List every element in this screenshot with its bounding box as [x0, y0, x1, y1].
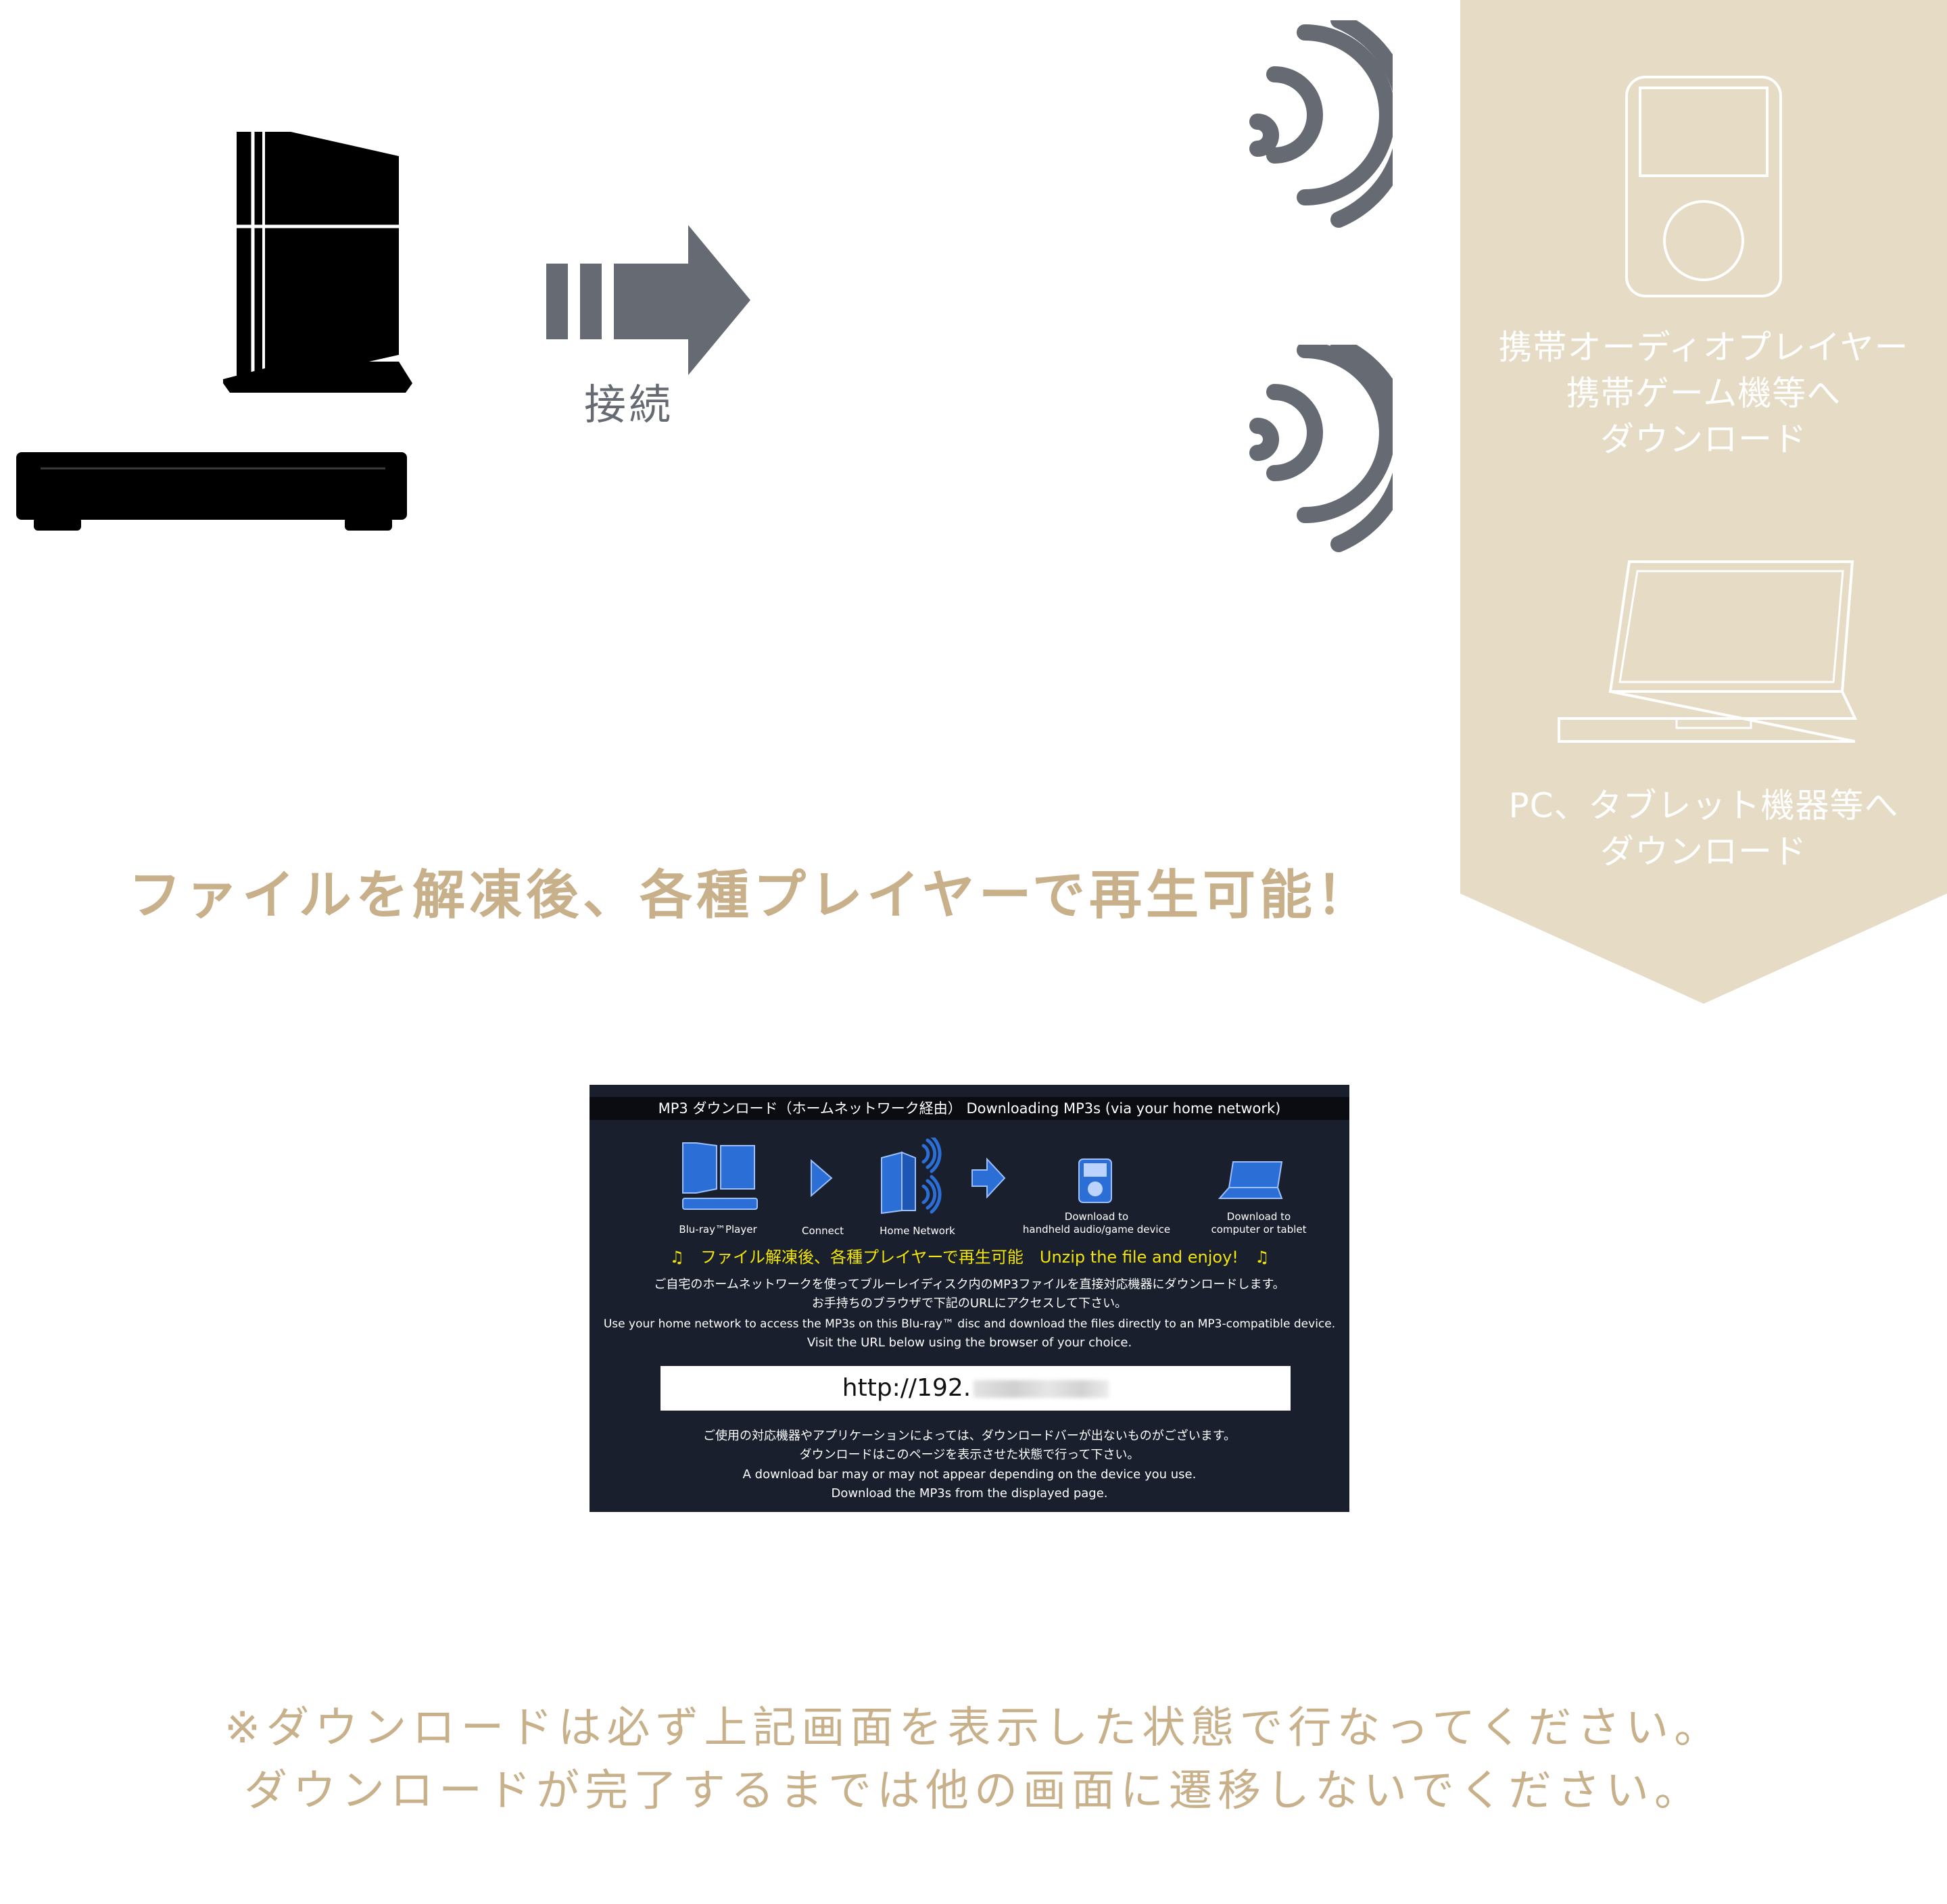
- headline: ファイルを解凍後、各種プレイヤーで再生可能！: [128, 865, 1373, 926]
- note-en-1: A download bar may or may not appear dep…: [742, 1467, 1197, 1482]
- caption-network: Home Network: [880, 1225, 955, 1237]
- pc-download-caption: PC、タブレット機器等へ ダウンロード: [1460, 783, 1947, 875]
- panel-handheld-icon: [1078, 1158, 1112, 1203]
- audio-caption-line-2: 携帯ゲーム機等へ: [1566, 374, 1842, 413]
- audio-caption-line-1: 携帯オーディオプレイヤー: [1498, 328, 1909, 367]
- music-note-icon: ♫: [669, 1248, 685, 1267]
- tagline-jp: ファイル解凍後、各種プレイヤーで再生可能: [700, 1248, 1024, 1267]
- instruction-jp-1: ご自宅のホームネットワークを使ってブルーレイディスク内のMP3ファイルを直接対応…: [654, 1277, 1285, 1292]
- panel-header: MP3 ダウンロード（ホームネットワーク経由） Downloading MP3s…: [590, 1097, 1349, 1120]
- audio-download-caption: 携帯オーディオプレイヤー 携帯ゲーム機等へ ダウンロード: [1460, 324, 1947, 462]
- bluray-player-icon: [16, 452, 407, 531]
- pc-caption-line-2: ダウンロード: [1600, 832, 1807, 871]
- panel-arrow-icon-2: [971, 1158, 1006, 1198]
- instruction-en-2: Visit the URL below using the browser of…: [807, 1336, 1132, 1350]
- download-targets-banner: [1460, 0, 1947, 1004]
- bottom-note-1: ※ダウンロードは必ず上記画面を表示した状態で行なってください。: [224, 1703, 1723, 1753]
- note-en-2: Download the MP3s from the displayed pag…: [831, 1486, 1108, 1500]
- caption-computer-line-1: Download to: [1226, 1211, 1291, 1223]
- note-jp-2: ダウンロードはこのページを表示させた状態で行って下さい。: [799, 1448, 1140, 1462]
- panel-laptop-icon: [1218, 1161, 1283, 1199]
- instruction-en-1: Use your home network to access the MP3s…: [603, 1317, 1336, 1331]
- download-url-text: http://192.: [842, 1374, 971, 1402]
- wifi-signal-icon-top: [1249, 20, 1393, 228]
- bottom-note-2: ダウンロードが完了するまでは他の画面に遷移しないでください。: [243, 1766, 1704, 1816]
- caption-computer-line-2: computer or tablet: [1211, 1223, 1307, 1236]
- wifi-signal-icon-bottom: [1249, 345, 1393, 552]
- panel-arrow-icon-1: [811, 1159, 833, 1197]
- connect-label: 接続: [583, 380, 673, 429]
- download-screen-preview: MP3 ダウンロード（ホームネットワーク経由） Downloading MP3s…: [590, 1085, 1349, 1512]
- connect-arrow-icon: [546, 225, 750, 375]
- audio-caption-line-3: ダウンロード: [1600, 420, 1807, 459]
- note-jp-1: ご使用の対応機器やアプリケーションによっては、ダウンロードバーが出ないものがござ…: [702, 1429, 1236, 1443]
- caption-handheld-line-2: handheld audio/game device: [1022, 1223, 1171, 1236]
- caption-connect: Connect: [801, 1225, 844, 1237]
- panel-tagline: ♫ ファイル解凍後、各種プレイヤーで再生可能 Unzip the file and …: [590, 1247, 1349, 1267]
- music-note-icon: ♫: [1254, 1248, 1270, 1267]
- panel-network-icon: [881, 1138, 942, 1215]
- panel-player-icon: [682, 1142, 758, 1210]
- game-console-icon: [223, 132, 412, 393]
- download-url-field[interactable]: http://192.: [660, 1366, 1291, 1411]
- portable-player-icon: [1625, 76, 1782, 297]
- caption-player: Blu-ray™Player: [679, 1223, 757, 1236]
- pc-caption-line-1: PC、タブレット機器等へ: [1508, 786, 1899, 825]
- url-blurred-part: [974, 1380, 1109, 1398]
- caption-handheld-line-1: Download to: [1064, 1211, 1129, 1223]
- instruction-jp-2: お手持ちのブラウザで下記のURLにアクセスして下さい。: [811, 1296, 1128, 1311]
- tagline-en: Unzip the file and enjoy!: [1039, 1248, 1239, 1267]
- laptop-icon: [1558, 560, 1858, 743]
